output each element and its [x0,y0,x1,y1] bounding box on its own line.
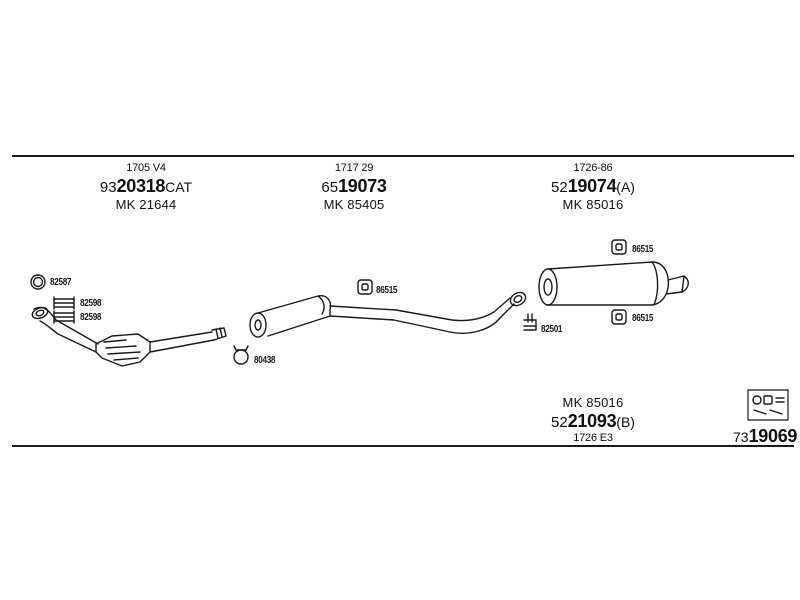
rear-silencer[interactable] [538,261,689,306]
clamp-icon[interactable] [53,296,75,310]
mounting-kit-icon[interactable] [747,389,789,421]
clamp-icon[interactable] [233,345,249,365]
rear-alt-section-number[interactable]: 5221093(B) [551,411,635,431]
clamp-b-label[interactable]: 82598 [80,312,102,323]
bottom-divider [12,445,794,447]
rear-section-ref: 1726-86 [573,162,613,174]
rubber-mount-icon[interactable] [611,309,627,325]
middle-silencer-pipe[interactable] [249,290,528,338]
top-divider [12,155,794,157]
rear-alt-section-ref: 1726 E3 [573,432,613,444]
rubber-mount-icon[interactable] [611,239,627,255]
middle-section-group: 1717 29 6519073 MK 85405 [321,162,387,212]
rear-alt-section-kit[interactable]: MK 85016 [562,395,624,410]
rear-alt-section-group: MK 85016 5221093(B) 1726 E3 [551,396,635,444]
clamp-middle-label[interactable]: 80438 [254,355,276,366]
front-section-kit[interactable]: MK 21644 [115,197,177,212]
rubber-mount-icon[interactable] [357,279,373,295]
mount-middle-label[interactable]: 86515 [376,285,398,296]
catalytic-converter-pipe[interactable] [31,306,227,367]
front-section-number[interactable]: 9320318CAT [99,176,193,196]
ring-icon[interactable] [30,274,46,290]
rear-section-group: 1726-86 5219074(A) MK 85016 [551,162,635,212]
clamp-a-label[interactable]: 82598 [80,298,102,309]
rear-section-number[interactable]: 5219074(A) [551,176,635,196]
front-section-group: 1705 V4 9320318CAT MK 21644 [99,162,193,212]
bracket-rear-label[interactable]: 82501 [541,324,563,335]
bracket-icon[interactable] [523,313,537,331]
middle-section-number[interactable]: 6519073 [321,176,387,196]
middle-section-kit[interactable]: MK 85405 [323,197,385,212]
set-number[interactable]: 7319069 [733,426,798,446]
front-section-ref: 1705 V4 [126,162,166,174]
ring-front-label[interactable]: 82587 [50,277,72,288]
mount-rear-bottom-label[interactable]: 86515 [632,313,654,324]
rear-section-kit[interactable]: MK 85016 [562,197,624,212]
mount-rear-top-label[interactable]: 86515 [632,244,654,255]
middle-section-ref: 1717 29 [334,162,374,174]
